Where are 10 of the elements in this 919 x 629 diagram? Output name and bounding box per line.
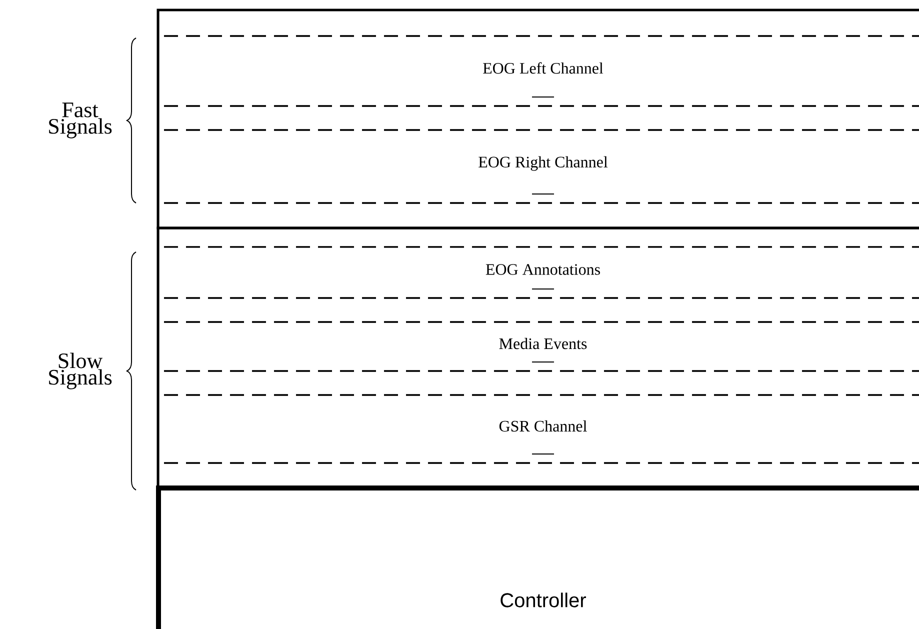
dashed-band: Media Events <box>164 321 919 372</box>
region-box <box>156 8 919 230</box>
controller-box: Controller <box>156 486 919 629</box>
brace-label: Fast Signals <box>49 102 112 138</box>
dashed-band: EOG Annotations <box>164 246 919 299</box>
dashed-band: EOG Left Channel <box>164 35 919 107</box>
brace-label: Slow Signals <box>49 352 112 390</box>
dashed-band: EOG Right Channel <box>164 129 919 204</box>
dashed-band: GSR Channel <box>164 394 919 464</box>
region-box <box>156 226 919 488</box>
